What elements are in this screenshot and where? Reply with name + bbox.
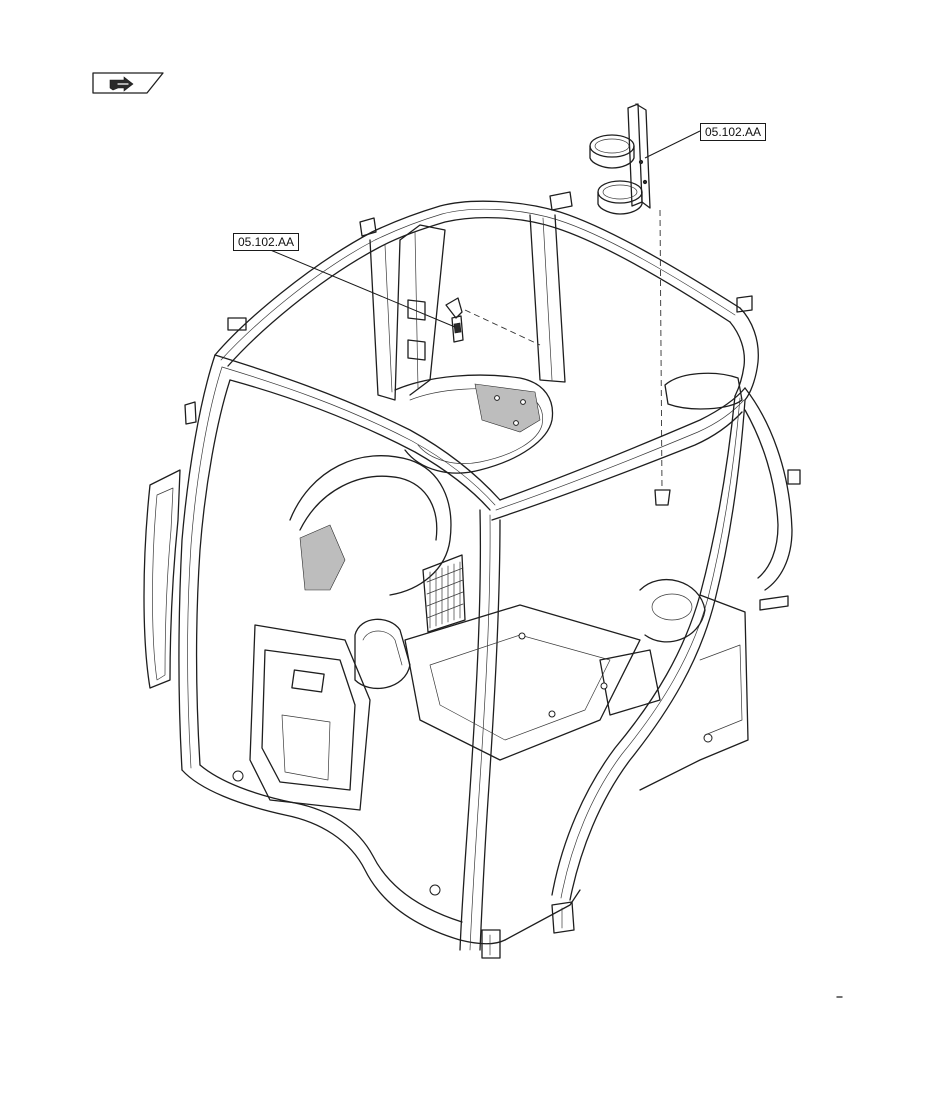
callout-right-reference[interactable]: 05.102.AA	[700, 123, 767, 141]
cab-frame	[143, 191, 801, 959]
hand-pointer-arrow-icon	[109, 76, 134, 92]
component-ring-bracket	[589, 103, 651, 215]
nav-badge[interactable]	[92, 72, 164, 94]
vent-grille	[426, 561, 464, 629]
component-left-part	[445, 297, 541, 346]
callout-left-leader	[267, 248, 456, 328]
callout-right-leader	[644, 130, 701, 159]
callout-left-reference[interactable]: 05.102.AA	[233, 233, 300, 251]
